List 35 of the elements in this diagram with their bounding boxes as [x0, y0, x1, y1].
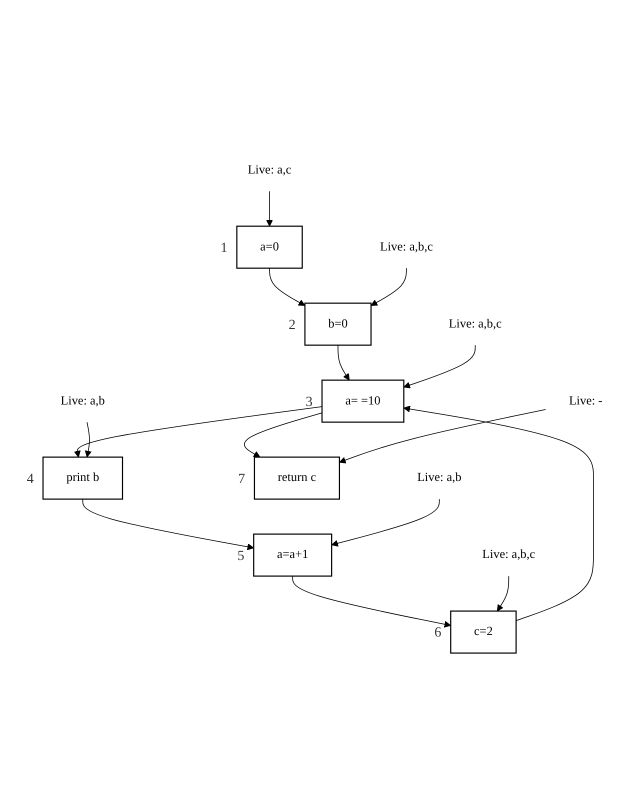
arrow	[269, 268, 306, 306]
node-box: c=2	[450, 610, 517, 654]
node-text: Live: a,b,c	[482, 548, 536, 562]
step-number: 3	[306, 395, 313, 410]
node-text: Live: a,b,c	[448, 318, 502, 331]
node-text: Live: a,c	[248, 164, 292, 177]
arrow	[403, 345, 476, 389]
arrow	[370, 268, 407, 306]
node-box: return c	[254, 456, 340, 500]
arrow	[339, 409, 546, 464]
arrow	[292, 576, 451, 628]
node-box: b=0	[304, 302, 372, 346]
node-text: Live: a,b	[417, 471, 462, 485]
node-box: print b	[42, 456, 124, 500]
node-text: Live: a,b,c	[380, 240, 433, 254]
arrow	[266, 191, 273, 227]
step-number: 4	[26, 472, 34, 488]
node-box: a=0	[236, 226, 303, 270]
arrow	[82, 499, 254, 551]
node-text: Live: a,b	[60, 394, 105, 408]
node-text: Live: -	[568, 394, 602, 408]
arrow	[496, 576, 510, 612]
arrow	[338, 345, 350, 381]
step-number: 5	[237, 549, 244, 564]
arrow	[244, 412, 322, 458]
step-number: 6	[434, 626, 442, 642]
step-number: 1	[220, 241, 228, 256]
step-number: 7	[238, 472, 246, 488]
arrow	[331, 499, 440, 547]
step-number: 2	[288, 318, 296, 334]
arrow	[403, 406, 594, 622]
arrow	[84, 422, 92, 458]
arrow	[74, 406, 322, 458]
node-box: a=a+1	[253, 534, 332, 578]
node-box: a= =10	[321, 380, 404, 424]
